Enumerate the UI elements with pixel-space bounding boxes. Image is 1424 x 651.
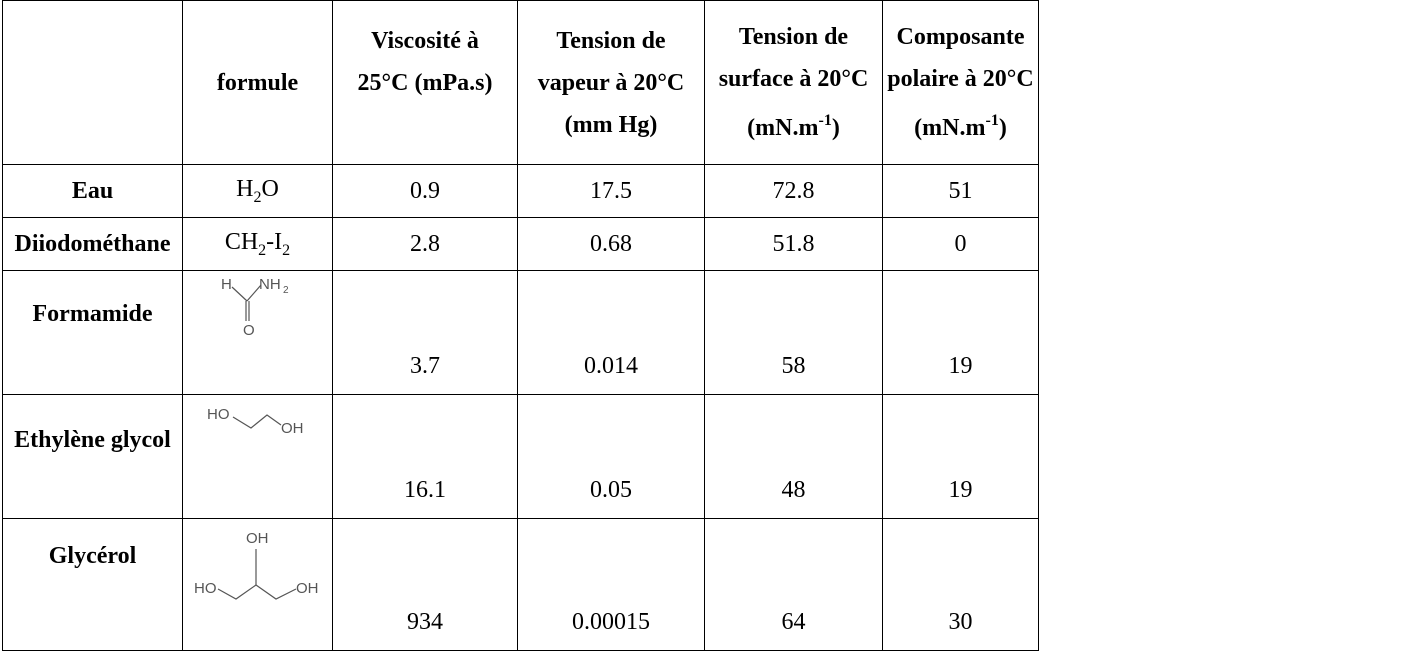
row-name: Formamide	[2, 270, 183, 395]
header-tension-vapeur: Tension de vapeur à 20°C (mm Hg)	[517, 0, 705, 165]
svg-text:NH: NH	[259, 276, 281, 293]
table-wrapper: formule Viscosité à 25°C (mPa.s) Tension…	[2, 0, 1039, 651]
svg-text:HO: HO	[194, 580, 217, 597]
header-row: formule Viscosité à 25°C (mPa.s) Tension…	[2, 0, 1039, 165]
ethylene-glycol-structure: HO OH	[182, 394, 333, 519]
cell-polaire: 19	[882, 270, 1039, 395]
cell-vapeur: 0.014	[517, 270, 705, 395]
row-name: Diiodométhane	[2, 217, 183, 271]
header-corner	[2, 0, 183, 165]
glycerol-structure-icon: OH HO OH	[194, 530, 319, 600]
cell-polaire: 51	[882, 164, 1039, 218]
header-tension-surface: Tension de surface à 20°C (mN.m-1)	[704, 0, 883, 165]
cell-viscosite: 2.8	[332, 217, 518, 271]
header-viscosite: Viscosité à 25°C (mPa.s)	[332, 0, 518, 165]
svg-text:H: H	[221, 276, 232, 293]
cell-vapeur: 0.05	[517, 394, 705, 519]
row-name: Glycérol	[2, 518, 183, 651]
properties-table: formule Viscosité à 25°C (mPa.s) Tension…	[2, 0, 1039, 651]
cell-polaire: 19	[882, 394, 1039, 519]
table-row: Glycérol OH HO OH 934 0.00015 64 30	[2, 518, 1039, 651]
glycerol-structure: OH HO OH	[182, 518, 333, 651]
ethylene-glycol-structure-icon: HO OH	[207, 406, 304, 437]
formamide-structure: H NH 2 O	[182, 270, 333, 395]
header-composante-polaire: Composante polaire à 20°C (mN.m-1)	[882, 0, 1039, 165]
cell-surface: 51.8	[704, 217, 883, 271]
row-name: Ethylène glycol	[2, 394, 183, 519]
table-row: Formamide H NH 2 O 3.7 0.014 58 19	[2, 270, 1039, 395]
row-formula: H2O	[182, 164, 333, 218]
table-row: Eau H2O 0.9 17.5 72.8 51	[2, 164, 1039, 218]
svg-text:OH: OH	[296, 580, 319, 597]
header-formule: formule	[182, 0, 333, 165]
cell-surface: 58	[704, 270, 883, 395]
cell-polaire: 0	[882, 217, 1039, 271]
table-row: Diiodométhane CH2-I2 2.8 0.68 51.8 0	[2, 217, 1039, 271]
row-formula: CH2-I2	[182, 217, 333, 271]
cell-viscosite: 0.9	[332, 164, 518, 218]
cell-surface: 48	[704, 394, 883, 519]
cell-viscosite: 934	[332, 518, 518, 651]
cell-viscosite: 3.7	[332, 270, 518, 395]
svg-text:OH: OH	[281, 420, 304, 437]
cell-vapeur: 0.68	[517, 217, 705, 271]
formamide-structure-icon: H NH 2 O	[221, 276, 289, 339]
svg-text:2: 2	[283, 285, 289, 296]
cell-vapeur: 17.5	[517, 164, 705, 218]
cell-viscosite: 16.1	[332, 394, 518, 519]
cell-surface: 72.8	[704, 164, 883, 218]
table-row: Ethylène glycol HO OH 16.1 0.05 48 19	[2, 394, 1039, 519]
cell-surface: 64	[704, 518, 883, 651]
row-name: Eau	[2, 164, 183, 218]
svg-text:HO: HO	[207, 406, 230, 423]
cell-vapeur: 0.00015	[517, 518, 705, 651]
cell-polaire: 30	[882, 518, 1039, 651]
svg-text:O: O	[243, 322, 255, 339]
svg-text:OH: OH	[246, 530, 269, 547]
